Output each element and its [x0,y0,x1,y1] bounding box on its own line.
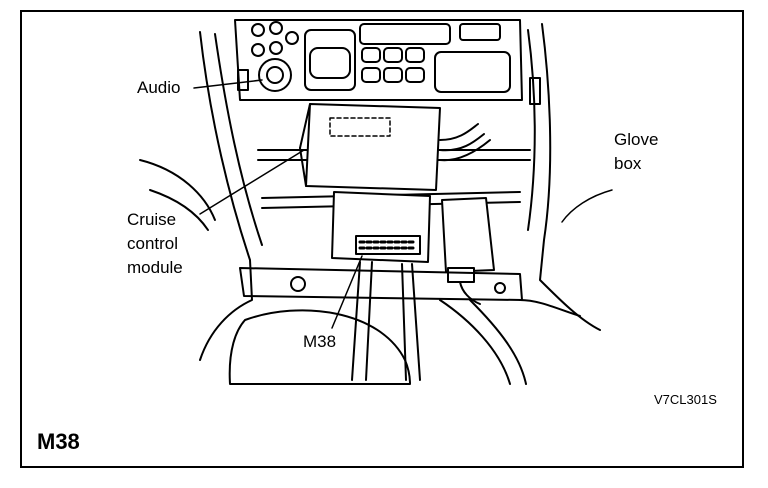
cruise-label-line-3: module [127,258,183,277]
lower-bracket [239,267,523,301]
figure-title: M38 [37,429,80,454]
figure-code: V7CL301S [654,392,717,407]
right-console-panel-inner [527,29,536,231]
audio-panel [234,19,541,105]
glove-box-label: Glove box [614,128,658,176]
left-trim-curve [139,159,216,221]
tunnel-right [411,263,421,381]
cruise-control-module-shape [299,103,441,191]
audio-label: Audio [137,78,181,97]
glove-box-label-line-2: box [614,154,642,173]
audio-leader-line [193,79,263,89]
right-relay-box [441,197,495,305]
cruise-label-line-2: control [127,234,179,253]
right-console-panel [539,23,601,331]
glove-box-leader-line [561,189,613,223]
cruise-control-module-label: Cruise control module [127,208,183,280]
m38-connector-label: M38 [303,332,337,351]
tunnel-left [351,261,361,381]
wiring-harness [439,123,491,162]
lower-module [331,191,431,263]
left-console-panel-inner [214,33,263,246]
cruise-label-line-1: Cruise [127,210,177,229]
m38-leader-line [331,255,363,329]
left-console-panel [199,31,253,361]
glove-box-label-line-1: Glove [614,130,659,149]
cruise-module-leader-line [199,149,305,215]
shift-boot [228,309,411,385]
